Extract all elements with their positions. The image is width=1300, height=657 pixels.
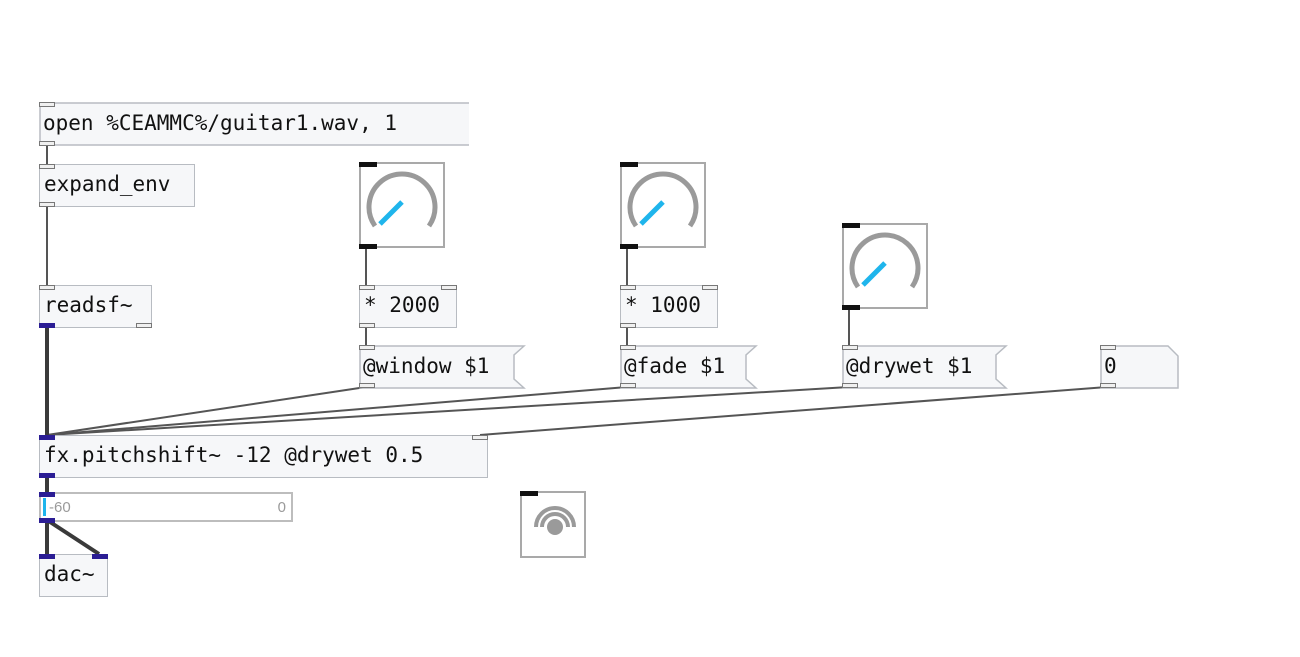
fade-message[interactable]: @fade $1: [620, 345, 758, 389]
cord-window-fx: [46, 386, 367, 436]
outlet[interactable]: [842, 383, 858, 388]
dsp-toggle[interactable]: [520, 491, 586, 558]
expand-env-object[interactable]: expand_env: [39, 164, 195, 207]
drywet-message-label: @drywet $1: [846, 354, 973, 378]
cord-meter-dac-right: [45, 518, 101, 556]
signal-outlet[interactable]: [39, 323, 55, 328]
meter-level-bar: [43, 498, 46, 516]
fade-message-label: @fade $1: [624, 354, 726, 378]
outlet[interactable]: [39, 141, 55, 146]
outlet[interactable]: [620, 383, 636, 388]
open-message-label: open %CEAMMC%/guitar1.wav, 1: [43, 111, 398, 135]
number-box[interactable]: 0: [1100, 345, 1180, 389]
outlet[interactable]: [1100, 383, 1116, 388]
meter-min-label: -60: [49, 499, 71, 516]
outlet[interactable]: [620, 323, 636, 328]
outlet[interactable]: [359, 383, 375, 388]
signal-inlet[interactable]: [39, 554, 55, 559]
dac-label: dac~: [44, 562, 95, 586]
number-box-value: 0: [1104, 354, 1117, 378]
knob-dial: [366, 171, 438, 228]
toggle-inlet[interactable]: [520, 491, 538, 496]
inlet[interactable]: [472, 435, 488, 440]
knob-dial: [627, 171, 699, 228]
knob-window[interactable]: [359, 162, 445, 248]
inlet[interactable]: [359, 345, 375, 350]
inlet[interactable]: [620, 285, 636, 290]
knob-outlet[interactable]: [359, 244, 377, 249]
mul-fade-object[interactable]: * 1000: [620, 285, 718, 328]
knob-inlet[interactable]: [620, 162, 638, 167]
mul-fade-label: * 1000: [625, 293, 701, 317]
inlet[interactable]: [1100, 345, 1116, 350]
knob-dial: [849, 232, 921, 289]
cord-drywet-fx: [46, 386, 850, 436]
mul-window-label: * 2000: [364, 293, 440, 317]
window-message[interactable]: @window $1: [359, 345, 526, 389]
outlet[interactable]: [359, 323, 375, 328]
knob-drywet[interactable]: [842, 223, 928, 309]
knob-fade[interactable]: [620, 162, 706, 248]
signal-outlet[interactable]: [39, 518, 55, 523]
signal-inlet[interactable]: [39, 492, 55, 497]
knob-inlet[interactable]: [842, 223, 860, 228]
inlet[interactable]: [842, 345, 858, 350]
signal-inlet[interactable]: [39, 435, 55, 440]
pitchshift-label: fx.pitchshift~ -12 @drywet 0.5: [44, 443, 424, 467]
open-message[interactable]: open %CEAMMC%/guitar1.wav, 1: [39, 102, 469, 146]
signal-outlet[interactable]: [39, 473, 55, 478]
cord-fade-fx: [46, 386, 628, 436]
expand-env-label: expand_env: [44, 172, 171, 196]
pitchshift-object[interactable]: fx.pitchshift~ -12 @drywet 0.5: [39, 435, 488, 478]
readsf-object[interactable]: readsf~: [39, 285, 152, 328]
inlet[interactable]: [39, 102, 55, 107]
readsf-label: readsf~: [44, 293, 133, 317]
outlet[interactable]: [39, 202, 55, 207]
inlet[interactable]: [359, 285, 375, 290]
dac-object[interactable]: dac~: [39, 554, 108, 597]
meter-max-label: 0: [277, 499, 286, 516]
signal-inlet[interactable]: [92, 554, 108, 559]
inlet[interactable]: [39, 164, 55, 169]
cord-number-fx: [479, 386, 1108, 436]
inlet[interactable]: [620, 345, 636, 350]
drywet-message[interactable]: @drywet $1: [842, 345, 1008, 389]
inlet[interactable]: [441, 285, 457, 290]
level-meter[interactable]: -60 0: [39, 492, 293, 522]
window-message-label: @window $1: [363, 354, 490, 378]
inlet[interactable]: [39, 285, 55, 290]
knob-outlet[interactable]: [620, 244, 638, 249]
knob-outlet[interactable]: [842, 305, 860, 310]
inlet[interactable]: [702, 285, 718, 290]
mul-window-object[interactable]: * 2000: [359, 285, 457, 328]
outlet[interactable]: [136, 323, 152, 328]
speaker-icon: [534, 506, 576, 535]
knob-inlet[interactable]: [359, 162, 377, 167]
